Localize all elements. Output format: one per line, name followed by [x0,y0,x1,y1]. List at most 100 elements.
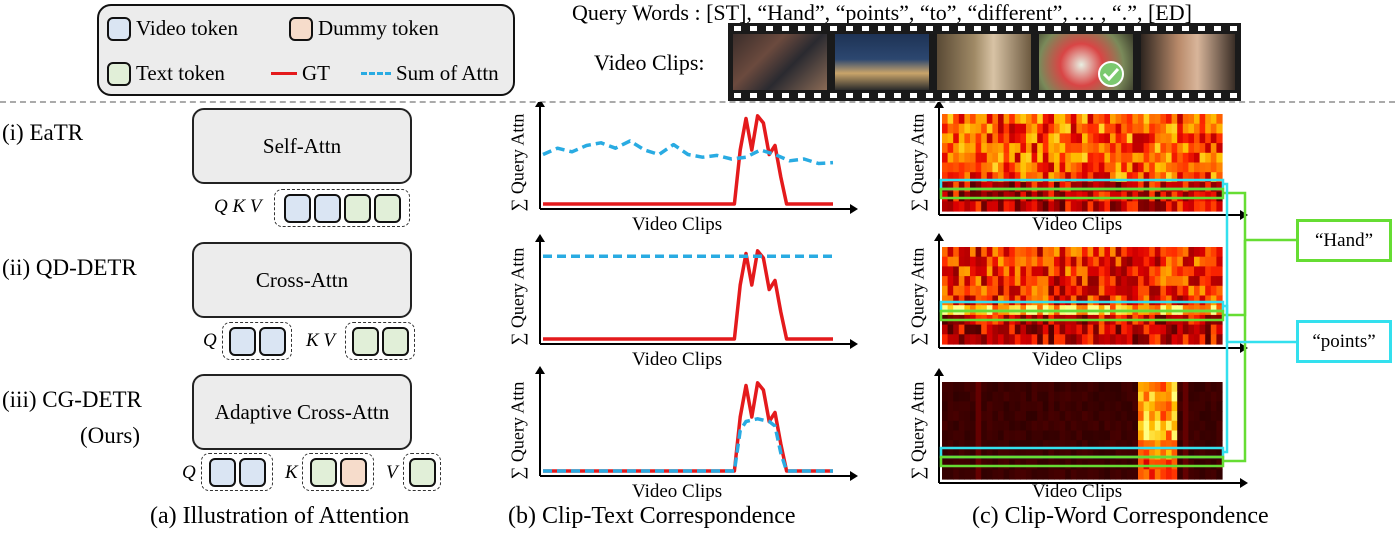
heatmap-cell [1098,181,1105,193]
heatmap-cell [1154,285,1161,297]
heatmap-cell [1031,276,1038,287]
heatmap-cell [1115,247,1122,258]
heatmap-cell [1009,114,1016,125]
heatmap-cell [947,334,954,345]
heatmap-cell [1149,162,1156,173]
heatmap-cell [998,114,1005,125]
heatmap-cell [1188,440,1195,451]
heatmap-cell [981,201,988,212]
heatmap-cell [942,449,949,461]
heatmap-cell [1020,285,1027,297]
heatmap-cell [947,162,954,173]
heatmap-cell [964,162,971,173]
heatmap-cell [1199,276,1206,287]
heatmap-cell [975,430,982,441]
heatmap-cell [981,181,988,193]
heatmap-cell [1132,172,1139,183]
heatmap-cell [1210,133,1217,144]
heatmap-cell [1070,469,1077,480]
heatmap-cell [953,295,960,306]
heatmap-cell [1177,469,1184,480]
heatmap-cell [1110,162,1117,173]
heatmap-cell [1054,440,1061,451]
heatmap-cell [1093,123,1100,134]
heatmap-cell [1026,411,1033,422]
heatmap-cell [1082,469,1089,480]
heatmap-cell [975,114,982,125]
heatmap-cell [970,276,977,287]
heatmap-cell [992,172,999,183]
heatmap-cell [1115,133,1122,144]
heatmap-cell [947,324,954,335]
heatmap-cell [1098,449,1105,461]
text-token-swatch [107,61,131,86]
heatmap-cell [975,181,982,193]
heatmap-cell [1026,391,1033,402]
heatmap-cell [1194,152,1201,164]
heatmap-cell [1115,324,1122,335]
heatmap-cell [1003,430,1010,441]
heatmap-cell [1194,256,1201,267]
heatmap-cell [1042,334,1049,345]
heatmap-cell [953,382,960,393]
heatmap-cell [986,172,993,183]
heatmap-cell [1065,133,1072,144]
heatmap-cell [1048,285,1055,297]
heatmap-cell [1199,152,1206,164]
heatmap-cell [1188,469,1195,480]
heatmap-cell [1216,411,1223,422]
heatmap-cell [1138,391,1145,402]
heatmap-cell [942,285,949,297]
heatmap-cell [958,172,965,183]
heatmap-cell [1014,334,1021,345]
heatmap-cell [1087,114,1094,125]
x-axis-arrow [850,471,858,481]
heatmap-cell [1082,382,1089,393]
heatmap-cell [953,276,960,287]
heatmap-cell [1087,411,1094,422]
heatmap-cell [1098,133,1105,144]
heatmap-cell [1154,334,1161,345]
heatmap-cell [998,276,1005,287]
heatmap-cell [1149,382,1156,393]
heatmap-cell [981,152,988,164]
heatmap-cell [1087,247,1094,258]
heatmap-cell [1054,295,1061,306]
heatmap-cell [1132,469,1139,480]
heatmap-cell [1042,114,1049,125]
video-token-swatch [107,16,131,41]
heatmap-cell [1149,401,1156,412]
chart-c3-ylabel: ∑ Query Attn [907,381,928,480]
heatmap-cell [1154,449,1161,461]
heatmap-cell [1076,430,1083,441]
heatmap-cell [1177,133,1184,144]
heatmap-cell [1143,324,1150,335]
heatmap-cell [1104,401,1111,412]
heatmap-cell [1143,334,1150,345]
heatmap-cell [1138,469,1145,480]
heatmap-cell [1171,391,1178,402]
heatmap-cell [1042,256,1049,267]
heatmap-cell [1048,449,1055,461]
heatmap-cell [958,123,965,134]
heatmap-cell [1216,201,1223,212]
heatmap-cell [970,391,977,402]
heatmap-cell [964,295,971,306]
clip-frame-2 [835,34,929,90]
heatmap-cell [1031,162,1038,173]
heatmap-cell [1194,324,1201,335]
heatmap-cell [1082,449,1089,461]
heatmap-cell [1020,256,1027,267]
heatmap-cell [1003,162,1010,173]
heatmap-cell [1194,172,1201,183]
text-token [351,326,379,356]
heatmap-cell [1065,469,1072,480]
heatmap-cell [1087,123,1094,134]
heatmap-cell [1171,256,1178,267]
heatmap-cell [1026,143,1033,154]
heatmap-cell [998,449,1005,461]
heatmap-cell [1171,114,1178,125]
heatmap-cell [1210,143,1217,154]
heatmap-cell [947,440,954,451]
heatmap-cell [1188,266,1195,277]
